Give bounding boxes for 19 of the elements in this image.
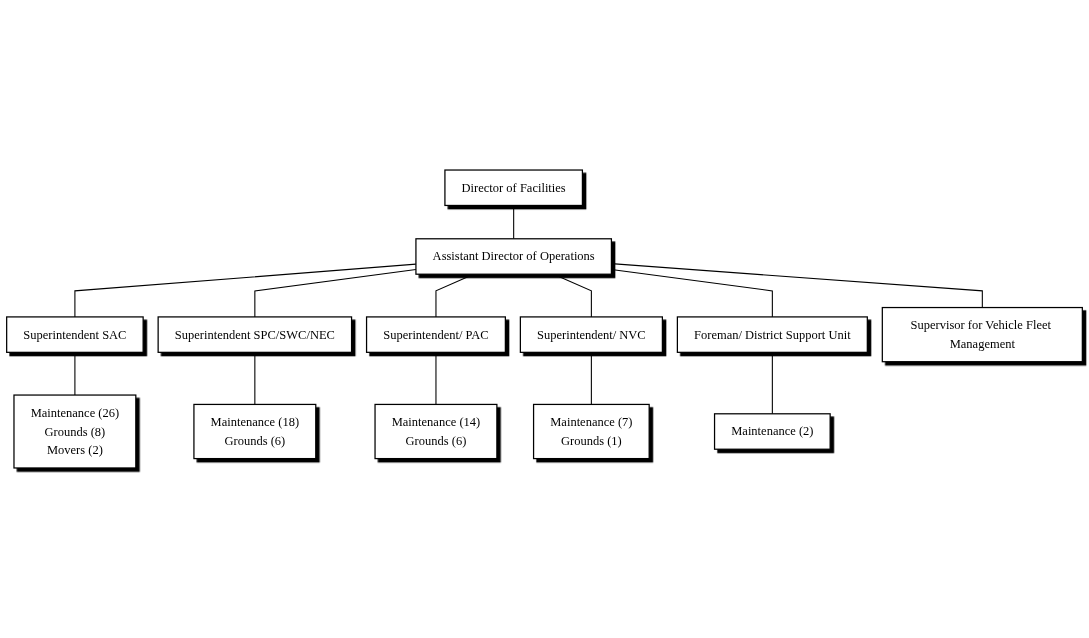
- node-box: Superintendent SPC/SWC/NEC: [157, 316, 353, 353]
- node-box: Foreman/ District Support Unit: [676, 316, 868, 353]
- connector: [513, 204, 515, 240]
- connector: [254, 351, 256, 405]
- node-box: Superintendent/ NVC: [519, 316, 663, 353]
- node-box: Maintenance (7) Grounds (1): [532, 403, 650, 460]
- node-box: Director of Facilities: [444, 169, 584, 207]
- node-box: Maintenance (14) Grounds (6): [374, 403, 498, 460]
- node-box: Maintenance (26) Grounds (8) Movers (2): [13, 394, 137, 469]
- node-box: Supervisor for Vehicle Fleet Management: [881, 306, 1083, 363]
- connector: [590, 351, 592, 405]
- node-box: Assistant Director of Operations: [415, 238, 613, 275]
- connector: [74, 351, 76, 396]
- node-box: Superintendent/ PAC: [365, 316, 506, 353]
- connector: [435, 351, 437, 405]
- node-box: Superintendent SAC: [6, 316, 144, 353]
- node-box: Maintenance (18) Grounds (6): [193, 403, 317, 460]
- connector: [771, 351, 773, 415]
- node-box: Maintenance (2): [713, 413, 831, 450]
